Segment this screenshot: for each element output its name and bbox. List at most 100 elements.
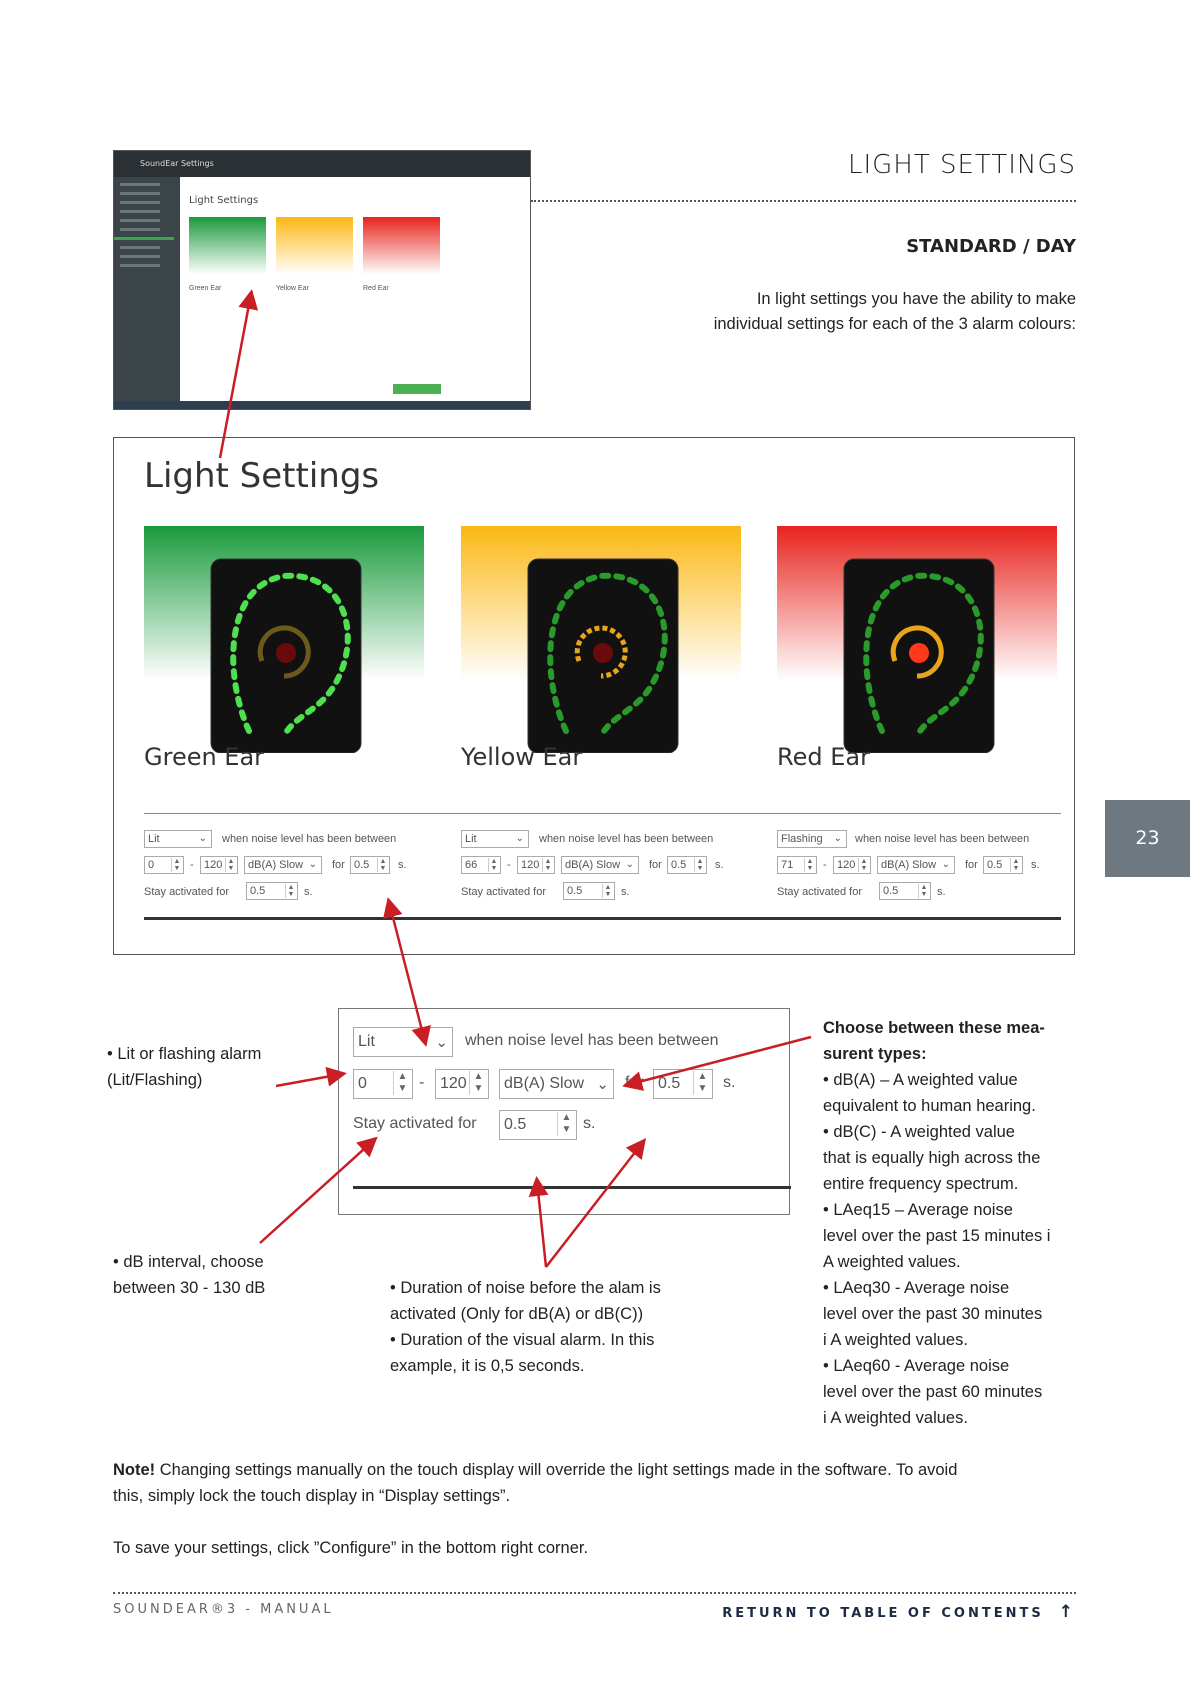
when-label: when noise level has been between bbox=[222, 833, 397, 845]
section-subtitle: STANDARD / DAY bbox=[906, 236, 1076, 257]
text: • Duration of noise before the alam is bbox=[390, 1279, 661, 1297]
text: • Lit or flashing alarm bbox=[107, 1045, 262, 1063]
from-stepper[interactable]: 66▲▼ bbox=[461, 856, 501, 874]
thumb-red-ear bbox=[363, 217, 440, 281]
text: Choose between these mea- bbox=[823, 1019, 1045, 1037]
thumb-ear-label: Red Ear bbox=[363, 285, 389, 292]
to-stepper[interactable]: 120▲▼ bbox=[435, 1069, 489, 1099]
intro-line: individual settings for each of the 3 al… bbox=[713, 315, 1076, 333]
type-select[interactable]: dB(A) Slow⌄ bbox=[877, 856, 955, 874]
from-stepper[interactable]: 0▲▼ bbox=[353, 1069, 413, 1099]
footer-divider bbox=[113, 1592, 1076, 1594]
text: • dB interval, choose bbox=[113, 1253, 264, 1271]
mode-select[interactable]: Flashing⌄ bbox=[777, 830, 847, 848]
unit: s. bbox=[715, 859, 724, 871]
for-stepper[interactable]: 0.5▲▼ bbox=[653, 1069, 713, 1099]
dash: - bbox=[507, 859, 511, 871]
mode-select[interactable]: Lit⌄ bbox=[353, 1027, 453, 1057]
stay-stepper[interactable]: 0.5▲▼ bbox=[499, 1110, 577, 1140]
to-stepper[interactable]: 120▲▼ bbox=[833, 856, 871, 874]
text: this, simply lock the touch display in “… bbox=[113, 1487, 511, 1505]
thumb-heading: Light Settings bbox=[189, 195, 259, 206]
for-stepper[interactable]: 0.5▲▼ bbox=[667, 856, 707, 874]
unit: s. bbox=[621, 886, 630, 898]
stay-stepper[interactable]: 0.5▲▼ bbox=[879, 882, 931, 900]
ear-image bbox=[461, 526, 741, 754]
from-stepper[interactable]: 0▲▼ bbox=[144, 856, 184, 874]
when-label: when noise level has been between bbox=[465, 1032, 719, 1049]
ear-device-icon bbox=[527, 558, 679, 754]
divider bbox=[144, 813, 1061, 814]
for-label: for bbox=[332, 859, 345, 871]
for-stepper[interactable]: 0.5▲▼ bbox=[983, 856, 1023, 874]
ear-device-icon bbox=[210, 558, 362, 754]
note: Note! Changing settings manually on the … bbox=[113, 1457, 957, 1509]
text: activated (Only for dB(A) or dB(C)) bbox=[390, 1305, 644, 1323]
type-item: • LAeq60 - Average noise bbox=[823, 1357, 1010, 1375]
for-label: for bbox=[649, 859, 662, 871]
thumb-sidebar bbox=[114, 177, 180, 401]
ear-name: Yellow Ear bbox=[461, 743, 583, 771]
stay-stepper[interactable]: 0.5▲▼ bbox=[563, 882, 615, 900]
page-number: 23 bbox=[1105, 800, 1190, 877]
for-stepper[interactable]: 0.5▲▼ bbox=[350, 856, 390, 874]
type-item: • LAeq15 – Average noise bbox=[823, 1201, 1013, 1219]
type-item: • dB(A) – A weighted value bbox=[823, 1071, 1018, 1089]
to-stepper[interactable]: 120▲▼ bbox=[200, 856, 238, 874]
annotation-types: Choose between these mea- surent types: … bbox=[823, 1015, 1050, 1431]
intro-text: In light settings you have the ability t… bbox=[536, 287, 1076, 337]
type-item: that is equally high across the bbox=[823, 1149, 1041, 1167]
thumb-ear-label: Green Ear bbox=[189, 285, 222, 292]
type-select[interactable]: dB(A) Slow⌄ bbox=[244, 856, 322, 874]
ear-name: Green Ear bbox=[144, 743, 265, 771]
stay-label: Stay activated for bbox=[461, 886, 546, 898]
type-select[interactable]: dB(A) Slow⌄ bbox=[499, 1069, 614, 1099]
unit: s. bbox=[583, 1115, 596, 1132]
dash: - bbox=[190, 859, 194, 871]
stay-label: Stay activated for bbox=[777, 886, 862, 898]
unit: s. bbox=[304, 886, 313, 898]
stay-label: Stay activated for bbox=[144, 886, 229, 898]
type-item: level over the past 60 minutes bbox=[823, 1383, 1043, 1401]
divider bbox=[144, 917, 1061, 920]
intro-line: In light settings you have the ability t… bbox=[756, 290, 1076, 308]
for-label: for bbox=[965, 859, 978, 871]
toc-link[interactable]: RETURN TO TABLE OF CONTENTS ↑ bbox=[722, 1602, 1076, 1622]
divider bbox=[353, 1186, 791, 1189]
page-title: LIGHT SETTINGS bbox=[847, 150, 1076, 180]
divider bbox=[531, 200, 1076, 202]
text: • Duration of the visual alarm. In this bbox=[390, 1331, 655, 1349]
dash: - bbox=[823, 859, 827, 871]
panel-title: Light Settings bbox=[144, 456, 380, 496]
dash: - bbox=[419, 1074, 425, 1091]
arrow-up-icon: ↑ bbox=[1058, 1602, 1076, 1622]
type-item: level over the past 30 minutes bbox=[823, 1305, 1043, 1323]
thumb-yellow-ear bbox=[276, 217, 353, 281]
thumb-green-ear bbox=[189, 217, 266, 281]
text: surent types: bbox=[823, 1045, 927, 1063]
ear-device-icon bbox=[843, 558, 995, 754]
light-settings-panel: Light Settings Green Ear Lit⌄ when noise… bbox=[113, 437, 1075, 955]
zoomed-controls: Lit⌄ when noise level has been between 0… bbox=[338, 1008, 791, 1215]
to-stepper[interactable]: 120▲▼ bbox=[517, 856, 555, 874]
text: (Lit/Flashing) bbox=[107, 1071, 203, 1089]
mode-select[interactable]: Lit⌄ bbox=[144, 830, 212, 848]
from-stepper[interactable]: 71▲▼ bbox=[777, 856, 817, 874]
thumb-ear-label: Yellow Ear bbox=[276, 285, 309, 292]
for-label: for bbox=[625, 1074, 644, 1091]
annotation-duration: • Duration of noise before the alam is ac… bbox=[390, 1275, 661, 1379]
text: Changing settings manually on the touch … bbox=[155, 1461, 958, 1479]
type-item: entire frequency spectrum. bbox=[823, 1175, 1019, 1193]
stay-stepper[interactable]: 0.5▲▼ bbox=[246, 882, 298, 900]
toc-label: RETURN TO TABLE OF CONTENTS bbox=[722, 1606, 1044, 1621]
type-item: i A weighted values. bbox=[823, 1409, 968, 1427]
mode-select[interactable]: Lit⌄ bbox=[461, 830, 529, 848]
type-item: A weighted values. bbox=[823, 1253, 961, 1271]
footer-manual: SOUNDEAR®3 - MANUAL bbox=[113, 1602, 334, 1617]
annotation-lit: • Lit or flashing alarm (Lit/Flashing) bbox=[107, 1041, 261, 1093]
type-select[interactable]: dB(A) Slow⌄ bbox=[561, 856, 639, 874]
ear-image bbox=[777, 526, 1057, 754]
text: example, it is 0,5 seconds. bbox=[390, 1357, 585, 1375]
ear-image bbox=[144, 526, 424, 754]
save-instruction: To save your settings, click ”Configure”… bbox=[113, 1539, 589, 1557]
